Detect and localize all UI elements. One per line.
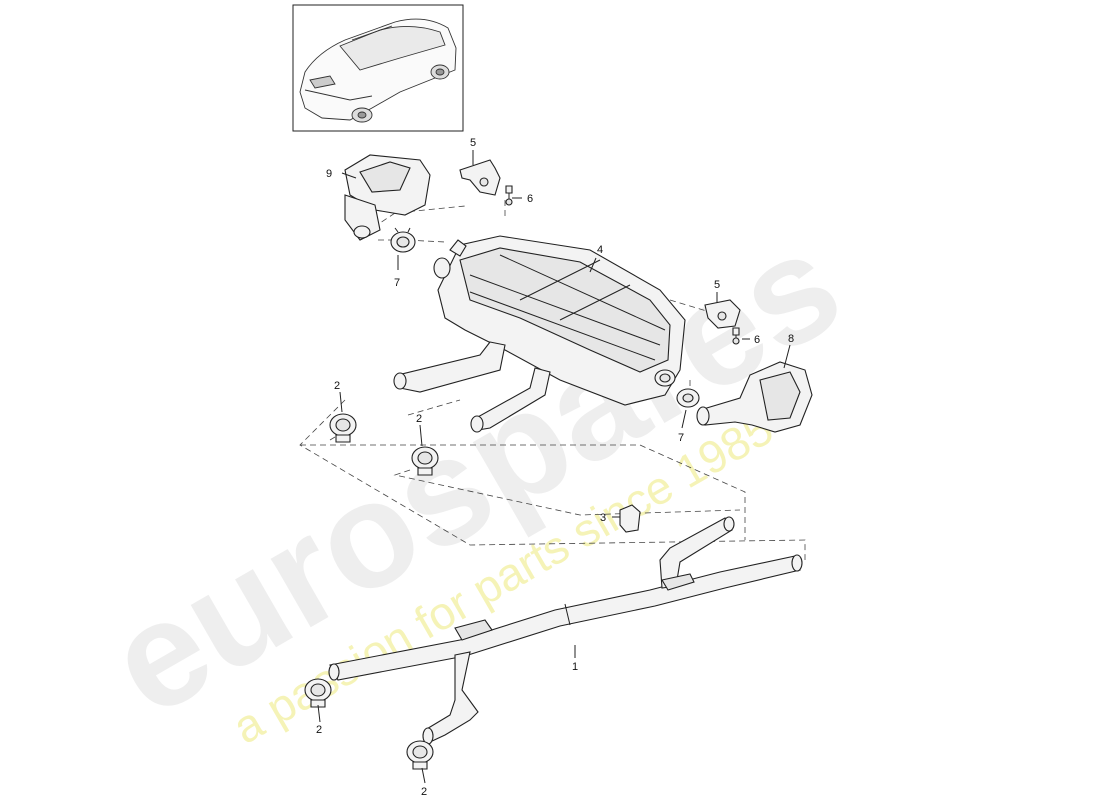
callout-2-d: 2 [421, 786, 427, 798]
hanger-bracket[interactable] [619, 504, 641, 533]
callout-9: 9 [326, 168, 332, 180]
callouts: 9 5 6 7 4 5 6 8 7 2 2 3 1 2 2 [316, 137, 794, 798]
bolt-upper[interactable] [505, 185, 513, 206]
callout-3: 3 [600, 512, 606, 524]
rear-silencer[interactable] [393, 235, 686, 433]
front-pipe-assembly[interactable] [328, 516, 803, 745]
mounting-bracket-right[interactable] [704, 299, 741, 329]
car-icon [299, 18, 457, 123]
callout-7-upper: 7 [394, 277, 400, 289]
callout-5-upper: 5 [470, 137, 476, 149]
callout-2-b: 2 [416, 413, 422, 425]
callout-6-upper: 6 [527, 193, 533, 205]
callout-1: 1 [572, 661, 578, 673]
callout-5-right: 5 [714, 279, 720, 291]
clamp-2-b[interactable] [411, 446, 439, 476]
leader-lines [317, 150, 791, 784]
clamp-right[interactable] [676, 388, 700, 408]
callout-2-a: 2 [334, 380, 340, 392]
clamp-2-a[interactable] [329, 413, 357, 443]
callout-4: 4 [597, 244, 603, 256]
clamp-upper[interactable] [390, 227, 416, 253]
clamp-2-d[interactable] [406, 740, 434, 770]
callout-7-right: 7 [678, 432, 684, 444]
mounting-bracket-upper[interactable] [459, 159, 501, 196]
bolt-right[interactable] [732, 327, 740, 345]
tailpipe-left[interactable] [344, 154, 431, 241]
tailpipe-right[interactable] [696, 361, 813, 433]
vehicle-thumbnail [292, 4, 464, 132]
callout-2-c: 2 [316, 724, 322, 736]
clamp-2-c[interactable] [304, 678, 332, 708]
callout-8: 8 [788, 333, 794, 345]
callout-6-right: 6 [754, 334, 760, 346]
